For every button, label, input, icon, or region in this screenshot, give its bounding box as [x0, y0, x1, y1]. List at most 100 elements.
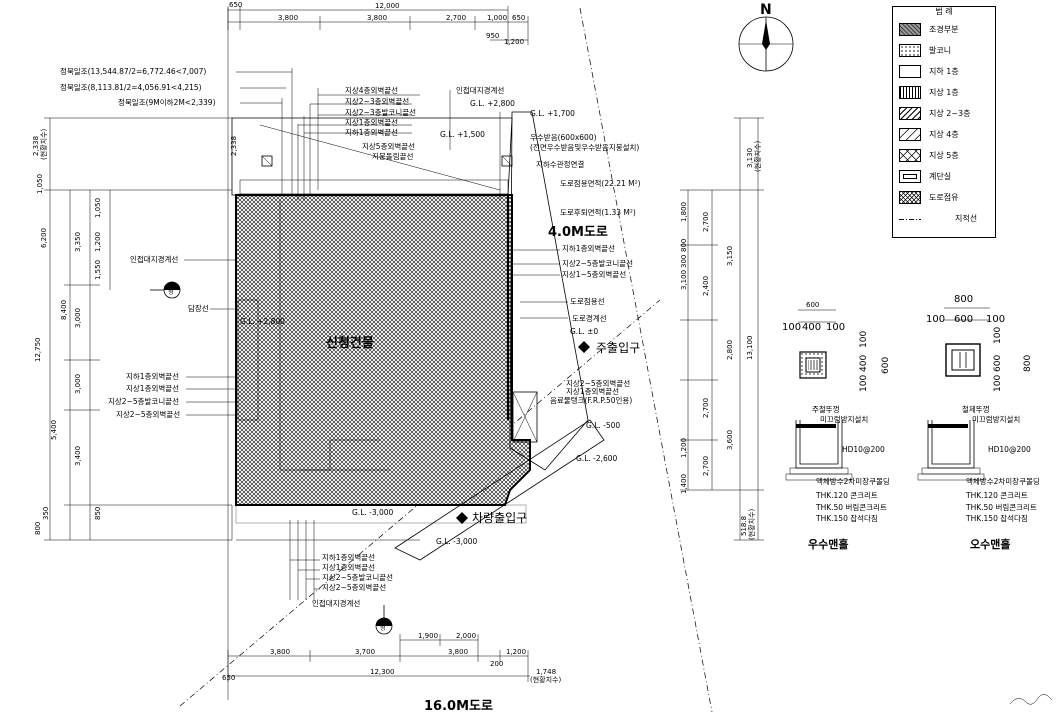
right-dim-1: 3,130	[746, 148, 754, 168]
top-dim-4: 1,000	[487, 14, 507, 22]
sewage-note-6: THK.50 버림콘크리트	[965, 502, 1037, 512]
balcony-area	[239, 179, 509, 195]
label-2-5f-balcony-bottom: 지상2~5층발코니끝선	[322, 572, 393, 582]
label-road-occupancy-area: 도로점용면적(22.21 M²)	[560, 178, 641, 188]
stair-box-1	[261, 155, 273, 167]
sewage-sub-dim-3: 100	[986, 314, 1005, 325]
label-road-occupancy-line: 도로점용선	[570, 296, 605, 306]
rain-sub-dim-2: 400	[802, 322, 821, 333]
label-1f-wall-right: 지상1층외벽끝선	[566, 386, 619, 396]
left-dim-5: 5,400	[50, 420, 58, 440]
label-2-3f-balcony: 지상2~3층발코니끝선	[345, 107, 416, 117]
legend-swatch	[899, 149, 921, 162]
label-b1-wall-right: 지하1층외벽끝선	[562, 243, 615, 253]
rain-sub-dim-1: 100	[782, 322, 801, 333]
right-dim-7: 2,700	[702, 398, 710, 418]
detail-sewage-manhole: 800 100 600 100 100 600 100 800 철제뚜껑 미끄럼…	[917, 294, 1040, 551]
gl-6: G.L. -500	[586, 421, 620, 430]
sewage-manhole-title: 오수맨홀	[970, 537, 1010, 551]
bottom-dim-row1-1: 1,900	[418, 632, 438, 640]
left-dim-note: (현황치수)	[39, 129, 48, 160]
section-symbol-bottom: 형	[375, 605, 393, 635]
label-adjacent-boundary-bottom: 인접대지경계선	[312, 598, 360, 608]
right-dim-13: 3,100	[680, 270, 688, 290]
car-entrance-label: 차량출입구	[472, 511, 527, 525]
label-1f-wall-left: 지상1층외벽끝선	[126, 383, 179, 393]
right-callouts: 우수받음(600x600) (전면우수받음및우수받음지붕설치) 지하수관정연결 …	[512, 132, 641, 405]
sewage-side-dim-3: 100	[993, 375, 1003, 392]
legend-item: 조경부분	[899, 23, 991, 37]
signature-mark	[1009, 694, 1053, 705]
right-dim-small: 300	[680, 255, 688, 268]
label-5f-wall: 지상5층외벽끝선	[362, 141, 415, 151]
legend-item: 도로점유	[899, 191, 991, 205]
gl-5: G.L. ±0	[570, 327, 598, 336]
label-road-boundary: 도로경계선	[572, 313, 607, 323]
right-dim-8: 1,200	[680, 438, 688, 458]
rain-note-3: HD10@200	[842, 445, 885, 454]
left-inner-dim-9: 1,550	[94, 260, 102, 280]
legend-label: 지적선	[955, 214, 978, 223]
right-dim-9: 1,400	[680, 474, 688, 494]
road-east-label: 4.0M도로	[548, 225, 608, 240]
top-dim-3: 2,700	[446, 14, 466, 22]
legend-swatch	[899, 128, 921, 141]
label-fence: 담장선	[188, 303, 209, 313]
legend-swatch	[899, 107, 921, 120]
left-inner-dim-1: 3,350	[74, 232, 82, 252]
sewage-note-2: 미끄럼방지설치	[972, 414, 1020, 424]
sewage-top-dim: 800	[954, 294, 973, 305]
label-b1-wall-bottom: 지하1층외벽끝선	[322, 552, 375, 562]
sewage-note-5: THK.120 콘크리트	[965, 491, 1028, 500]
section-symbol-left-label: 형	[168, 288, 174, 296]
car-entrance-marker: 차량출입구	[456, 511, 527, 525]
road-occupancy-south	[394, 419, 605, 561]
legend-item: 발코니	[899, 44, 991, 58]
legend-swatch	[899, 44, 921, 57]
rain-side-total: 600	[881, 357, 891, 374]
north-setback-notes: 정북일조(13,544.87/2=6,772.46<7,007) 정북일조(8,…	[60, 66, 293, 200]
right-dim-12: 800	[680, 239, 688, 252]
legend-label: 계단실	[929, 172, 952, 181]
rain-manhole-title: 우수맨홀	[808, 537, 848, 551]
legend-swatch	[899, 65, 921, 78]
bottom-dim-right-note: 1,748	[536, 668, 556, 676]
left-dimensions: 2,338 (현황치수) 1,050 6,200 12,750 5,400 80…	[32, 117, 238, 541]
right-dim-5: 2,400	[702, 276, 710, 296]
gl-9: G.L. -3,000	[436, 537, 478, 546]
left-inner-dim-5: 3,400	[74, 446, 82, 466]
label-2-3f-wall: 지상2~3층외벽끝선	[345, 96, 409, 106]
top-dim-2: 3,800	[367, 14, 387, 22]
right-dim-14: 518.8	[740, 516, 748, 536]
right-dim-11: 3,600	[726, 430, 734, 450]
left-inner-dim-2: 1,050	[94, 198, 102, 218]
setback-note-2: 정북일조(8,113.81/2=4,056.91<4,215)	[60, 82, 202, 92]
bottom-callouts: 지하1층외벽끝선 지상1층외벽끝선 지상2~5층발코니끝선 지상2~5층외벽끝선…	[289, 520, 393, 608]
rain-note-1: 주철뚜껑	[812, 404, 840, 414]
right-dim-15: (현황치수)	[747, 509, 756, 540]
rain-side-dim-2: 400	[859, 355, 869, 372]
sewage-side-dim-1: 100	[993, 327, 1003, 344]
label-b1-wall-left: 지하1층외벽끝선	[126, 371, 179, 381]
rain-top-dim: 600	[806, 301, 819, 309]
label-2-5f-wall-right: 지상2~5층외벽끝선	[566, 378, 630, 388]
right-dim-2: 1,800	[680, 202, 688, 222]
bottom-dim-row2-4: 1,200	[506, 648, 526, 656]
label-1-5f-wall-right: 지상1~5층외벽끝선	[562, 269, 626, 279]
bottom-dim-small: 200	[490, 660, 503, 668]
label-2-5f-wall-left: 지상2~5층외벽끝선	[116, 409, 180, 419]
legend-label: 지상 2~3층	[929, 109, 971, 118]
road-south-label: 16.0M도로	[424, 699, 493, 714]
legend-item: 계단실	[899, 170, 991, 184]
left-dim-2: 1,050	[36, 174, 44, 194]
right-dim-3: 2,700	[702, 212, 710, 232]
top-callouts: 지상4층외벽끝선 지상2~3층외벽끝선 지상2~3층발코니끝선 지상1층외벽끝선…	[297, 85, 504, 200]
right-dim-6: 2,800	[726, 340, 734, 360]
sewage-side-total: 800	[1023, 355, 1033, 372]
top-dim-1: 3,800	[278, 14, 298, 22]
label-adjacent-boundary-left: 인접대지경계선	[130, 254, 178, 264]
sewage-note-3: HD10@200	[988, 445, 1031, 454]
rain-note-7: THK.150 잡석다짐	[815, 513, 878, 523]
label-adjacent-boundary-top: 인접대지경계선	[456, 85, 504, 95]
